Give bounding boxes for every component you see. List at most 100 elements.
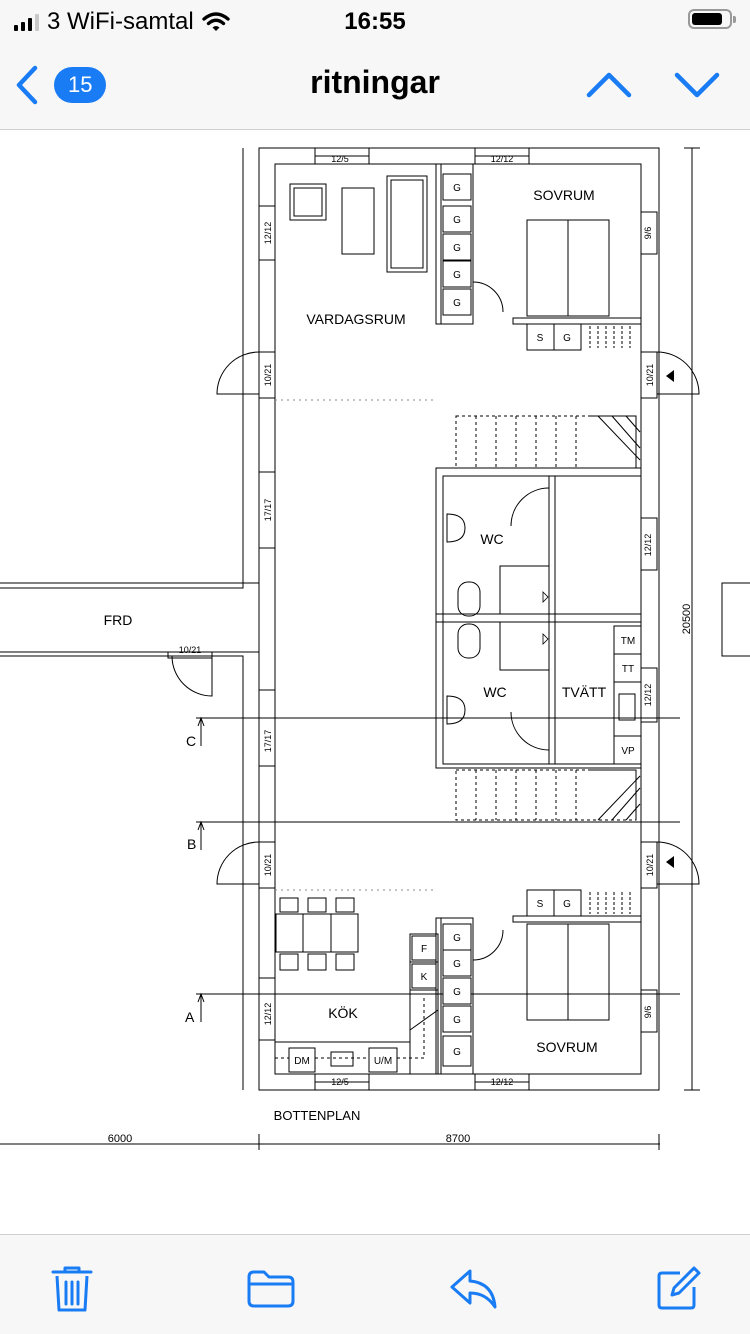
wardrobe-label: G xyxy=(453,243,461,254)
chevron-up-icon xyxy=(586,72,632,98)
frd-annex-walls xyxy=(0,148,259,1090)
previous-message-button[interactable] xyxy=(586,62,632,113)
fridge-label: F xyxy=(421,944,427,955)
carrier-label: 3 WiFi-samtal xyxy=(47,8,194,35)
core-outer-wall xyxy=(435,467,642,769)
trash-icon xyxy=(51,1266,93,1312)
section-marker-a: A xyxy=(185,1009,195,1025)
entrance-door-right-top xyxy=(656,351,700,395)
room-label-frd: FRD xyxy=(104,612,133,628)
toilet-1 xyxy=(457,581,481,617)
wardrobe-label: G xyxy=(453,215,461,226)
floor-plan[interactable]: G G G G G S G TM TT VP S G G G G G G F K… xyxy=(0,130,750,1234)
bottom-toolbar xyxy=(0,1234,750,1334)
room-label-kok: KÖK xyxy=(328,1004,358,1021)
battery-icon xyxy=(688,9,736,29)
wardrobe-label: G xyxy=(453,933,461,944)
right-annex-walls xyxy=(721,582,750,657)
window-label: 12/12 xyxy=(263,1003,273,1026)
next-message-button[interactable] xyxy=(674,62,720,113)
window-label: 12/5 xyxy=(331,154,349,164)
appliance-label-tt: TT xyxy=(622,664,634,675)
room-label-wc-1: WC xyxy=(480,531,503,547)
door-label: 10/21 xyxy=(645,364,655,387)
wash-basin-2 xyxy=(446,695,466,725)
door-label: 10/21 xyxy=(263,364,273,387)
door-label: 10/21 xyxy=(179,645,202,655)
room-label-tvatt: TVÄTT xyxy=(562,684,607,700)
storage-label: S xyxy=(537,899,544,910)
window-label: 9/6 xyxy=(643,227,653,240)
wardrobe-label: G xyxy=(453,270,461,281)
wardrobe-label: G xyxy=(453,1047,461,1058)
unread-count-badge: 15 xyxy=(54,67,107,103)
entrance-door-left-top xyxy=(216,351,260,395)
room-label-sovrum-bottom: SOVRUM xyxy=(536,1039,597,1055)
message-navigation xyxy=(586,62,720,113)
reply-button[interactable] xyxy=(446,1261,502,1317)
toilet-2 xyxy=(457,623,481,659)
reply-icon xyxy=(450,1269,497,1309)
window-label: 12/5 xyxy=(331,1077,349,1087)
move-to-folder-button[interactable] xyxy=(243,1261,299,1317)
chevron-left-icon xyxy=(16,65,38,105)
appliance-label-vp: VP xyxy=(621,746,635,757)
dimension-label-main: 8700 xyxy=(446,1133,470,1145)
back-button[interactable]: 15 xyxy=(14,62,107,108)
window-label: 12/12 xyxy=(263,222,273,245)
delete-button[interactable] xyxy=(44,1261,100,1317)
room-label-sovrum-top: SOVRUM xyxy=(533,187,594,203)
wardrobe-label: G xyxy=(453,987,461,998)
door-swing-wc-1 xyxy=(510,487,550,527)
room-label-wc-2: WC xyxy=(483,684,506,700)
oven-label: U/M xyxy=(374,1056,392,1067)
wash-basin-1 xyxy=(446,513,466,543)
appliance-label-tm: TM xyxy=(621,636,635,647)
window-label: 12/12 xyxy=(643,684,653,707)
outer-wall-outside xyxy=(258,147,660,1091)
wardrobe-label: G xyxy=(453,298,461,309)
wardrobe-label: G xyxy=(453,1015,461,1026)
status-left: 3 WiFi-samtal xyxy=(14,8,230,36)
stair-winder-bottom xyxy=(590,769,641,821)
stair-winder-top xyxy=(590,415,641,469)
window-label: 17/17 xyxy=(263,499,273,522)
kitchen-counter xyxy=(275,990,439,1074)
window-label: 9/6 xyxy=(643,1006,653,1019)
window-label: 12/12 xyxy=(491,1077,514,1087)
navigation-bar: 15 ritningar xyxy=(0,44,750,130)
wardrobe-label: G xyxy=(563,333,571,344)
window-label: 12/12 xyxy=(491,154,514,164)
door-swing-wc-2 xyxy=(510,711,550,751)
entrance-door-right-bottom xyxy=(656,841,700,885)
chevron-down-icon xyxy=(674,72,720,98)
window-label: 12/12 xyxy=(643,534,653,557)
attachment-viewer[interactable]: G G G G G S G TM TT VP S G G G G G G F K… xyxy=(0,130,750,1234)
wifi-icon xyxy=(201,12,230,31)
compose-button[interactable] xyxy=(650,1261,706,1317)
cellular-signal-icon xyxy=(14,13,39,31)
door-swing-sovrum-top xyxy=(472,281,504,313)
door-label: 10/21 xyxy=(645,854,655,877)
door-label: 10/21 xyxy=(263,854,273,877)
room-label-vardagsrum: VARDAGSRUM xyxy=(306,311,405,327)
compose-icon xyxy=(657,1266,701,1310)
storage-label: S xyxy=(537,333,544,344)
dimension-label-height: 20500 xyxy=(681,604,693,635)
dishwasher-label: DM xyxy=(294,1056,310,1067)
wardrobe-label: G xyxy=(453,183,461,194)
status-bar: 3 WiFi-samtal 16:55 xyxy=(0,0,750,44)
plan-title: BOTTENPLAN xyxy=(274,1108,361,1123)
folder-icon xyxy=(247,1270,295,1308)
wardrobe-label: G xyxy=(453,959,461,970)
freezer-label: K xyxy=(421,972,428,983)
staircase-top xyxy=(455,415,637,469)
frd-door-swing xyxy=(171,655,213,697)
section-marker-b: B xyxy=(187,836,196,852)
dimension-label-left: 6000 xyxy=(108,1133,132,1145)
dining-table xyxy=(275,913,359,953)
wardrobe-label: G xyxy=(563,899,571,910)
window-label: 17/17 xyxy=(263,730,273,753)
staircase-bottom xyxy=(455,769,637,821)
section-marker-c: C xyxy=(186,733,196,749)
